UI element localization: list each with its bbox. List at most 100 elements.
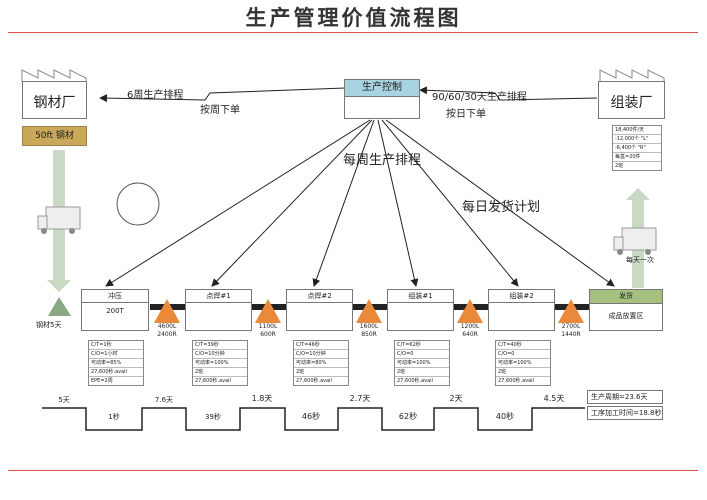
process-name: 点焊#2 [287, 290, 352, 303]
info-co: C/O=10分钟 [294, 350, 348, 359]
supplier-factory: 钢材厂 [22, 81, 87, 119]
process-name: 组装#2 [489, 290, 554, 303]
timeline-line [42, 407, 585, 431]
info-epe: EPE=2周 [91, 378, 113, 384]
inventory-4: 1200L 640R [455, 323, 485, 339]
process-assembly-2: 组装#2 [488, 289, 555, 331]
process-info-assembly-2: C/T=40秒 C/O=0 可动率=100% 2班 27,600秒.avail [495, 340, 551, 386]
customer-info-left: -12,000个 "L" [613, 135, 661, 144]
customer-info-demand: 18,400件/天 [613, 126, 661, 135]
timeline-process-5: 40秒 [495, 412, 515, 421]
info-ct: C/T=46秒 [294, 341, 348, 350]
info-uptime: 可动率=80% [294, 359, 348, 368]
info-avail: 27,600秒.avail [296, 378, 332, 384]
process-body [388, 303, 453, 330]
info-ct: C/T=62秒 [395, 341, 449, 350]
title-divider [8, 32, 698, 33]
process-info-spot-weld-2: C/T=46秒 C/O=10分钟 可动率=80% 2班 27,600秒.avai… [293, 340, 349, 386]
process-spot-weld-1: 点焊#1 [185, 289, 252, 331]
timeline-wait-3: 1.8天 [251, 394, 273, 403]
inventory-1: 4600L 2400R [152, 323, 182, 339]
forecast-flow-from-customer [419, 86, 598, 101]
customer-info-shifts: 2班 [615, 163, 624, 169]
process-info-assembly-1: C/T=62秒 C/O=0 可动率=100% 2班 27,600秒.avail [394, 340, 450, 386]
process-time: 工序加工时间=18.8秒 [591, 409, 662, 417]
process-info-spot-weld-1: C/T=39秒 C/O=10分钟 可动率=100% 2班 27,600秒.ava… [192, 340, 248, 386]
production-control: 生产控制 [344, 79, 420, 119]
timeline-process-4: 62秒 [398, 412, 418, 421]
inventory-right: 1440R [561, 331, 581, 338]
info-ct: C/T=39秒 [193, 341, 247, 350]
info-ct: C/T=40秒 [496, 341, 550, 350]
timeline-wait-5: 2天 [449, 394, 463, 403]
info-shifts: 2班 [294, 368, 348, 377]
timeline-wait-4: 2.7天 [349, 394, 371, 403]
supplier-order-label: 按周下单 [200, 105, 240, 116]
inventory-left: 1600L [359, 323, 379, 330]
customer-roof [599, 69, 665, 82]
customer-factory: 组装厂 [598, 81, 665, 119]
inventory-5: 2700L 1440R [556, 323, 586, 339]
bottom-divider [8, 470, 698, 471]
timeline-process-2: 39秒 [205, 413, 221, 421]
timeline-wait-1: 5天 [58, 396, 70, 404]
info-co: C/O=10分钟 [193, 350, 247, 359]
inventory-right: 2400R [157, 331, 177, 338]
customer-order-label: 按日下单 [446, 109, 486, 120]
inventory-left: 1200L [460, 323, 480, 330]
info-ct: C/T=1秒 [89, 341, 143, 350]
info-shifts: 2班 [193, 368, 247, 377]
process-name: 冲压 [82, 290, 148, 303]
supplier-forecast-label: 6周生产排程 [127, 90, 184, 101]
info-shifts: 2班 [395, 368, 449, 377]
process-body [489, 303, 554, 330]
process-body [287, 303, 352, 330]
supplier-name: 钢材厂 [33, 95, 76, 111]
info-avail: 27,600秒.avail [89, 368, 143, 377]
lead-time: 生产周期=23.6天 [591, 393, 648, 401]
inventory-right: 600R [260, 331, 276, 338]
customer-name: 组装厂 [610, 95, 653, 111]
forecast-flow-to-supplier [99, 87, 346, 103]
supplier-roof [21, 69, 87, 82]
info-co: C/O=1小时 [89, 350, 143, 359]
supplier-truck [37, 206, 81, 234]
inventory-2: 1100L 600R [253, 323, 283, 339]
process-name: 组装#1 [388, 290, 453, 303]
process-info-stamping: C/T=1秒 C/O=1小时 可动率=85% 27,600秒.avail EPE… [88, 340, 144, 386]
inventory-left: 2700L [561, 323, 581, 330]
weekly-schedule-label: 每周生产排程 [343, 153, 422, 168]
customer-forecast-label: 90/60/30天生产排程 [432, 92, 527, 103]
timeline-wait-6: 4.5天 [543, 394, 565, 403]
customer-info-box-size: 每盒=20件 [613, 153, 661, 162]
shipping-body: 成品放置区 [608, 312, 644, 320]
customer-info-box: 18,400件/天 -12,000个 "L" -6,400个 "R" 每盒=20… [612, 125, 662, 171]
info-avail: 27,600秒.avail [195, 378, 231, 384]
timeline-process-1: 1秒 [108, 413, 120, 421]
inventory-right: 640R [462, 331, 478, 338]
info-avail: 27,600秒.avail [498, 378, 534, 384]
supplier-material: 50ft 钢材 [22, 126, 87, 146]
info-co: C/O=0 [395, 350, 449, 359]
info-co: C/O=0 [496, 350, 550, 359]
process-body: 200T [106, 307, 124, 315]
info-uptime: 可动率=100% [193, 359, 247, 368]
process-name: 点焊#1 [186, 290, 251, 303]
info-shifts: 2班 [496, 368, 550, 377]
process-stamping: 冲压 200T [81, 289, 149, 331]
process-time-box: 工序加工时间=18.8秒 [587, 406, 663, 420]
timeline-wait-2: 7.6天 [154, 396, 174, 404]
page-title: 生产管理价值流程图 [245, 6, 462, 30]
supplier-inventory-label: 钢材5天 [36, 321, 62, 329]
info-uptime: 可动率=100% [496, 359, 550, 368]
supplier-inventory-triangle [48, 297, 71, 316]
kaizen-circle [116, 182, 160, 226]
daily-shipping-label: 每日发货计划 [462, 200, 541, 215]
inventory-left: 4600L [157, 323, 177, 330]
process-spot-weld-2: 点焊#2 [286, 289, 353, 331]
customer-truck [613, 227, 657, 255]
lead-time-box: 生产周期=23.6天 [587, 390, 663, 404]
inventory-triangles [154, 299, 584, 323]
process-body [186, 303, 251, 330]
